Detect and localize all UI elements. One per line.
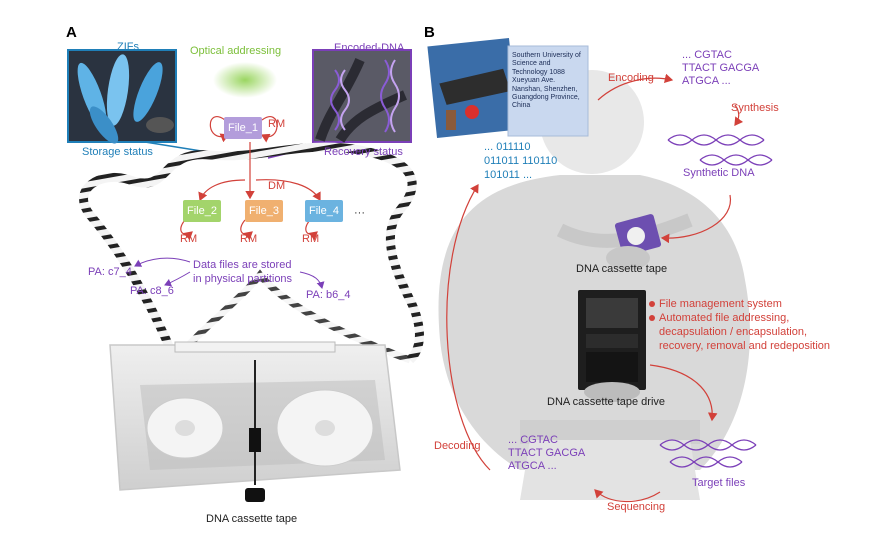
rm-label-3: RM <box>302 233 320 245</box>
fms-bullet-1 <box>649 301 655 307</box>
file-4-box: File_4 <box>305 200 343 222</box>
synthesis-label: Synthesis <box>731 102 779 114</box>
target-dna-helix <box>659 439 757 468</box>
pa-c7-4-label: PA: c7_4 <box>88 266 132 278</box>
more-files-ellipsis: ··· <box>354 207 365 219</box>
rm-label-1: RM <box>180 233 198 245</box>
tape-strip <box>79 142 424 364</box>
file-3-box: File_3 <box>245 200 283 222</box>
file-1-box: File_1 <box>224 117 262 139</box>
dm-label: DM <box>268 180 286 192</box>
tape-drive-device <box>578 290 646 402</box>
partition-pointer-3 <box>299 271 325 289</box>
rm-top-label: RM <box>268 118 286 130</box>
tape-drive-label: DNA cassette tape drive <box>547 396 666 408</box>
address-card <box>507 45 589 137</box>
encoding-label: Encoding <box>608 72 654 84</box>
partition-note-line-2: in physical partitions <box>193 273 293 285</box>
fms-description: Automated file addressing, decapsulation… <box>659 312 830 352</box>
synthetic-dna-label: Synthetic DNA <box>683 167 755 179</box>
file-2-box: File_2 <box>183 200 221 222</box>
rm-loop-arrow-right <box>260 116 278 143</box>
sequence-top: ... CGTAC TTACT GACGA ATGCA ... <box>682 49 760 88</box>
decoding-label: Decoding <box>434 440 481 452</box>
partition-note-line-1: Data files are stored <box>193 259 292 271</box>
encoded-dna-image <box>312 49 412 143</box>
tape-strip-lower <box>172 269 412 364</box>
drive-out-arrow <box>649 364 718 422</box>
encoding-arrow <box>597 73 674 101</box>
handheld-cassette <box>606 214 662 270</box>
fms-title: File management system <box>659 298 782 310</box>
target-files-label: Target files <box>692 477 746 489</box>
pa-c8-6-label: PA: c8_6 <box>130 285 174 297</box>
decoding-arrow <box>446 183 491 471</box>
synthesis-arrow <box>734 104 744 126</box>
dna-cassette-tape-label: DNA cassette tape <box>576 263 668 275</box>
cassette-case <box>109 341 401 502</box>
address-card-text: Southern University of Science and Techn… <box>512 52 581 110</box>
zifs-image <box>67 49 177 144</box>
cassette-caption: DNA cassette tape <box>206 513 298 525</box>
zifs-label: ZIFs <box>117 41 139 53</box>
file4-arrow <box>255 179 321 202</box>
rm-arrow-2 <box>240 219 253 241</box>
partition-pointer-2 <box>164 271 191 287</box>
synthetic-dna-helix <box>667 134 773 166</box>
optical-addressing-label: Optical addressing <box>190 45 282 57</box>
sequencing-label: Sequencing <box>607 501 666 513</box>
sequencing-arrow <box>594 489 661 503</box>
fms-bullet-2 <box>649 315 655 321</box>
partition-pointer-1 <box>134 257 191 267</box>
rm-label-2: RM <box>240 233 258 245</box>
panel-a-label: A <box>66 24 77 41</box>
recovery-status-label: Recovery status <box>324 146 403 158</box>
rm-arrow-1 <box>180 219 193 241</box>
sequence-bottom: ... CGTAC TTACT GACGA ATGCA ... <box>508 434 586 473</box>
pa-b6-4-label: PA: b6_4 <box>306 289 351 301</box>
storage-status-label: Storage status <box>82 146 153 158</box>
panel-b-label: B <box>424 24 435 41</box>
encoded-dna-label: Encoded-DNA <box>334 42 405 54</box>
campus-photo <box>427 37 519 139</box>
to-cassette-arrow <box>660 194 731 244</box>
binary-data-top: ... 011110 011011 110110 101011 ... <box>484 141 558 181</box>
rm-loop-arrow <box>209 116 230 143</box>
rm-arrow-3 <box>305 219 318 241</box>
file2-arrow <box>198 179 246 202</box>
optical-glow <box>213 62 277 98</box>
